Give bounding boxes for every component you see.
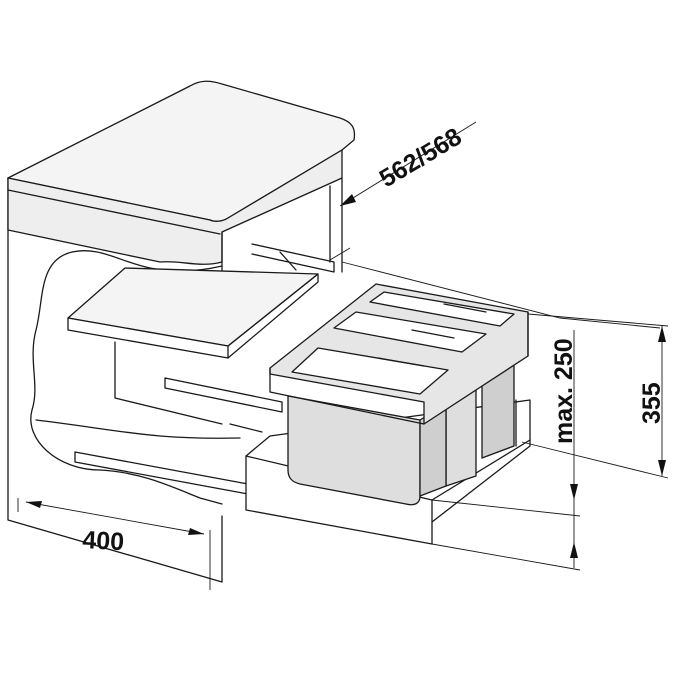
height-dimension: 355 xyxy=(521,313,669,479)
depth-label: 562/568 xyxy=(375,123,467,194)
waste-bins xyxy=(269,283,529,506)
lower-runners xyxy=(74,377,283,495)
width-label: 400 xyxy=(82,526,125,556)
countertop xyxy=(7,80,356,273)
upper-drawer xyxy=(67,243,335,359)
height-label: 355 xyxy=(638,382,666,424)
bin-height-dimension: max. 250 xyxy=(431,330,581,571)
bin-height-label: max. 250 xyxy=(550,338,578,444)
width-dimension: 400 xyxy=(17,498,211,590)
